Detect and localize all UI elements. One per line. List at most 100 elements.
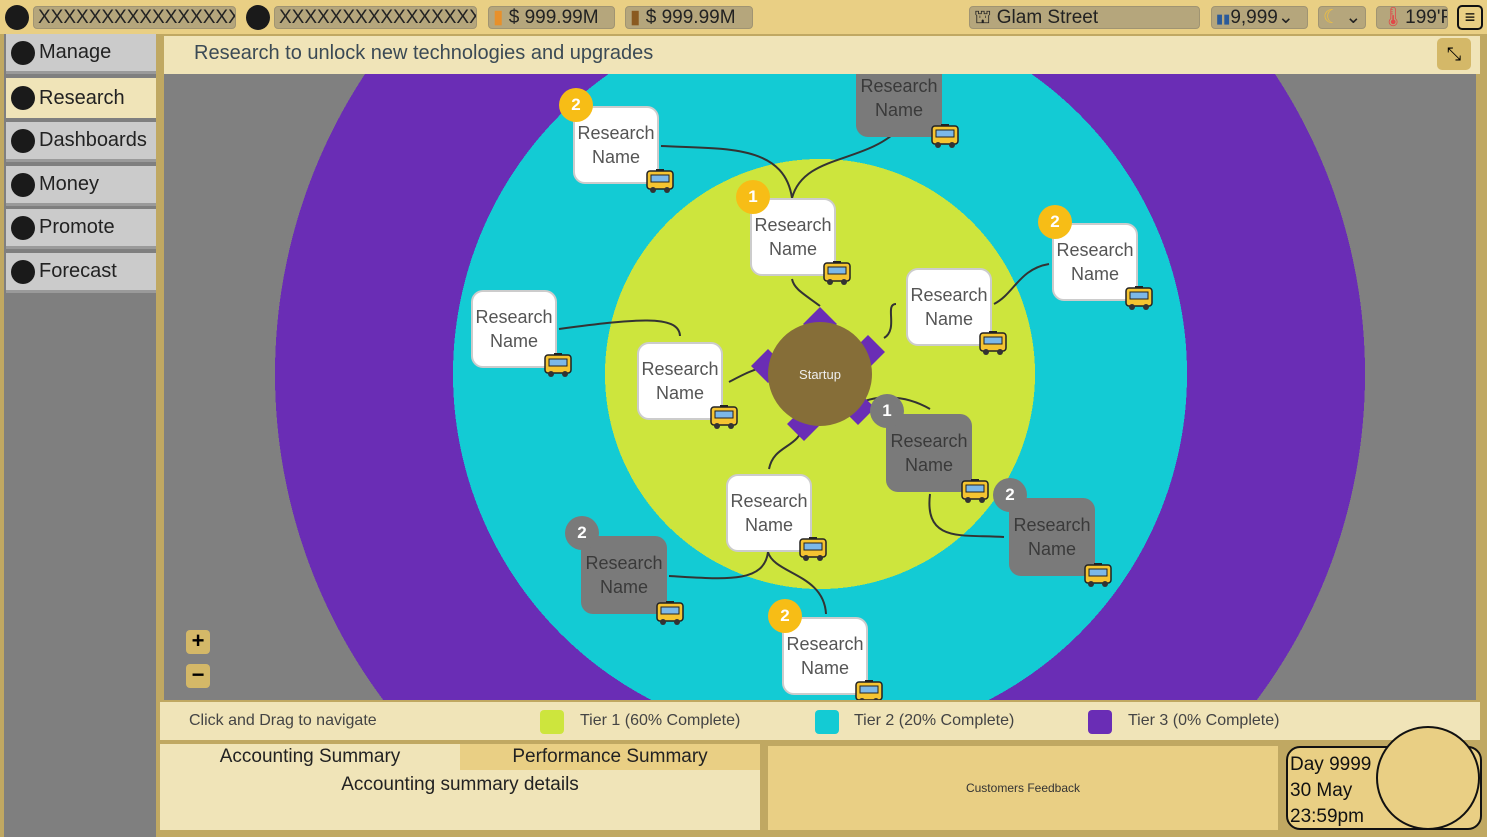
location-display[interactable]: ⛫ Glam Street bbox=[969, 6, 1200, 29]
revenue-value: $ 999.99M bbox=[508, 7, 599, 28]
sidebar-item-dashboards[interactable]: Dashboards bbox=[6, 122, 156, 162]
location-name: Glam Street bbox=[996, 7, 1099, 28]
chevron-down-icon: ⌄ bbox=[1340, 7, 1362, 28]
research-node-label: Research Name bbox=[577, 123, 655, 167]
tab-performance-summary[interactable]: Performance Summary bbox=[460, 744, 760, 770]
customers-feedback: Customers Feedback bbox=[768, 746, 1278, 830]
thermometer-icon: 🌡 bbox=[1381, 7, 1406, 28]
chevron-down-icon: ⌄ bbox=[1277, 7, 1294, 28]
weather-dropdown[interactable]: ☾ ⌄ bbox=[1318, 6, 1366, 29]
promote-icon bbox=[11, 215, 35, 240]
player1-name[interactable]: XXXXXXXXXXXXXXXX bbox=[33, 6, 236, 29]
bus-icon bbox=[1124, 285, 1154, 311]
research-node[interactable]: Research Name bbox=[637, 342, 738, 429]
tier1-swatch bbox=[540, 710, 564, 734]
sidebar: Manage Research Dashboards Money Promote… bbox=[0, 34, 160, 837]
research-node-label: Research Name bbox=[754, 215, 832, 259]
startup-node[interactable]: Startup bbox=[768, 322, 872, 426]
player1-avatar[interactable] bbox=[5, 5, 29, 30]
navigate-hint: Click and Drag to navigate bbox=[189, 712, 377, 729]
research-node-label: Research Name bbox=[730, 491, 808, 535]
research-node-label: Research Name bbox=[860, 76, 938, 120]
summary-panel: Accounting Summary Performance Summary A… bbox=[160, 744, 760, 830]
tier-badge: 2 bbox=[565, 516, 599, 550]
player2-avatar[interactable] bbox=[246, 5, 270, 30]
city-icon: ▮▮ bbox=[1216, 11, 1231, 26]
sidebar-item-research[interactable]: Research bbox=[6, 78, 156, 118]
bus-icon bbox=[655, 600, 685, 626]
player2-name[interactable]: XXXXXXXXXXXXXXXX bbox=[274, 6, 477, 29]
manage-icon bbox=[11, 40, 35, 65]
dashboards-icon bbox=[11, 128, 35, 153]
tab-accounting-summary[interactable]: Accounting Summary bbox=[160, 744, 460, 770]
cash-value: $ 999.99M bbox=[645, 7, 736, 28]
tier-badge: 2 bbox=[559, 88, 593, 122]
money-plant-icon: ▮ bbox=[630, 7, 641, 28]
tier-badge: 1 bbox=[736, 180, 770, 214]
tier3-label: Tier 3 (0% Complete) bbox=[1128, 712, 1280, 729]
hamburger-menu-icon[interactable]: ≡ bbox=[1457, 5, 1483, 30]
revenue-chart-icon: ▮ bbox=[493, 7, 504, 28]
bus-icon bbox=[822, 260, 852, 286]
research-icon bbox=[11, 86, 35, 110]
tier3-swatch bbox=[1088, 710, 1112, 734]
bus-icon bbox=[978, 330, 1008, 356]
money-icon bbox=[11, 172, 35, 197]
connections bbox=[558, 128, 1050, 615]
research-node-label: Research Name bbox=[475, 307, 553, 351]
zoom-in-button[interactable]: + bbox=[186, 630, 210, 654]
bus-icon bbox=[960, 478, 990, 504]
collapse-icon[interactable]: ⤡ bbox=[1437, 38, 1471, 70]
research-node[interactable]: Research Name bbox=[856, 74, 959, 148]
revenue-display[interactable]: ▮ $ 999.99M bbox=[488, 6, 615, 29]
research-node-label: Research Name bbox=[641, 359, 719, 403]
sidebar-item-manage[interactable]: Manage bbox=[6, 34, 156, 74]
tier2-swatch bbox=[815, 710, 839, 734]
building-icon: ⛫ bbox=[974, 7, 992, 28]
sidebar-item-label: Dashboards bbox=[39, 129, 147, 151]
legend: Click and Drag to navigate Tier 1 (60% C… bbox=[160, 702, 1480, 740]
sidebar-item-label: Promote bbox=[39, 216, 115, 238]
sidebar-item-money[interactable]: Money bbox=[6, 166, 156, 206]
bus-icon bbox=[930, 123, 960, 149]
research-node[interactable]: Research Name bbox=[726, 474, 827, 561]
top-bar: XXXXXXXXXXXXXXXX XXXXXXXXXXXXXXXX ▮ $ 99… bbox=[0, 0, 1487, 34]
research-node-label: Research Name bbox=[1056, 240, 1134, 284]
temperature-display[interactable]: 🌡199'F bbox=[1376, 6, 1448, 29]
population-value: 9,999 bbox=[1230, 7, 1278, 28]
bus-icon bbox=[709, 404, 739, 430]
research-node-label: Research Name bbox=[585, 553, 663, 597]
sidebar-item-forecast[interactable]: Forecast bbox=[6, 253, 156, 293]
sidebar-item-promote[interactable]: Promote bbox=[6, 209, 156, 249]
sidebar-item-label: Money bbox=[39, 173, 100, 195]
tier2-label: Tier 2 (20% Complete) bbox=[854, 712, 1015, 729]
bus-icon bbox=[543, 352, 573, 378]
zoom-out-button[interactable]: − bbox=[186, 664, 210, 688]
time-label: 23:59pm bbox=[1290, 806, 1364, 827]
research-node[interactable]: Research Name bbox=[471, 290, 572, 377]
temperature-value: 199'F bbox=[1405, 7, 1448, 28]
research-node[interactable]: Research Name bbox=[906, 268, 1007, 355]
research-node-label: Research Name bbox=[890, 431, 968, 475]
tier-badge: 2 bbox=[768, 599, 802, 633]
moon-cloud-icon: ☾ bbox=[1323, 7, 1341, 28]
tier-badge: 2 bbox=[1038, 205, 1072, 239]
day-label: Day 9999 bbox=[1290, 754, 1372, 775]
forecast-icon bbox=[11, 259, 35, 284]
bus-icon bbox=[645, 168, 675, 194]
population-dropdown[interactable]: ▮▮9,999⌄ bbox=[1211, 6, 1308, 29]
bus-icon bbox=[798, 536, 828, 562]
bus-icon bbox=[854, 679, 884, 700]
research-node-label: Research Name bbox=[1013, 515, 1091, 559]
cash-display[interactable]: ▮ $ 999.99M bbox=[625, 6, 753, 29]
sidebar-item-label: Forecast bbox=[39, 260, 117, 282]
clock-face[interactable] bbox=[1376, 726, 1480, 830]
